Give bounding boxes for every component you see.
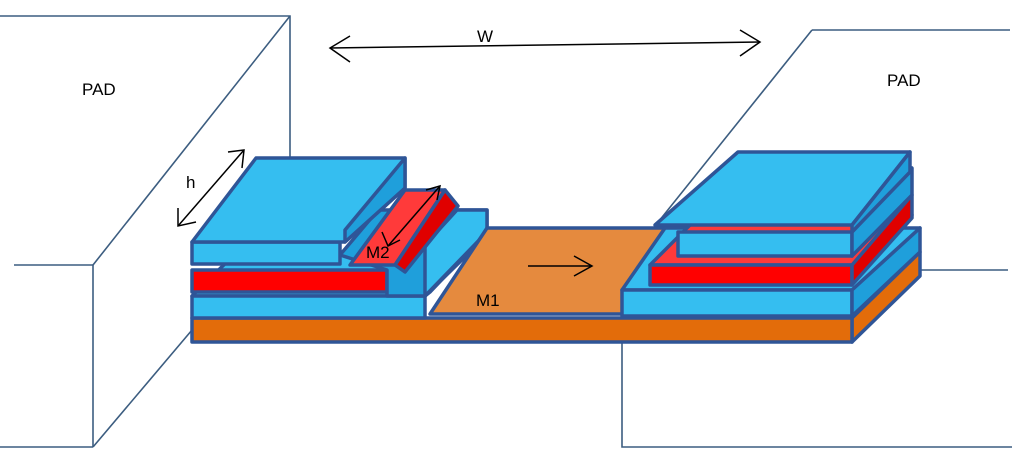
left-blue-upper-front <box>190 240 342 266</box>
right-top-cap-side <box>850 150 912 234</box>
pad-left-bottom-depth-edge <box>92 329 193 448</box>
height-dimension <box>177 149 245 227</box>
width-dimension <box>328 29 762 63</box>
m2-arrow-top-head <box>425 184 441 201</box>
width-arrow-right-head <box>739 29 762 57</box>
m1-label: M1 <box>476 291 500 310</box>
m2-layer-side <box>393 188 460 274</box>
width-arrow-line <box>329 41 761 49</box>
pad-right-bottom-edge <box>621 343 1012 448</box>
height-arrow-top-head <box>227 149 245 169</box>
left-top-cap-side <box>343 156 407 244</box>
width-label: W <box>477 27 493 46</box>
pad-left-depth-edge <box>92 15 291 266</box>
right-red-side <box>850 193 914 287</box>
height-arrow-line <box>177 149 245 227</box>
right-blue-lower-front <box>620 288 854 318</box>
pad-right-depth-edge <box>654 29 813 227</box>
pad-right-label: PAD <box>887 71 921 90</box>
height-arrow-bottom-head <box>177 208 197 227</box>
right-red-front <box>648 263 854 287</box>
right-blue-upper-front <box>676 230 854 258</box>
height-label: h <box>186 173 195 192</box>
pad-left <box>0 15 291 448</box>
m1-current-arrow <box>528 255 594 277</box>
m2-label: M2 <box>366 243 390 262</box>
width-arrow-left-head <box>328 35 351 63</box>
left-blue-lower-front <box>190 294 427 320</box>
pad-left-top-edge <box>0 15 291 180</box>
m2-arrow <box>381 184 441 248</box>
left-stack <box>190 156 489 320</box>
pad-right <box>621 29 1012 448</box>
substrate-front <box>190 316 854 344</box>
m2-arrow-line <box>387 185 441 247</box>
m2-arrow-bottom-head <box>381 231 401 248</box>
left-red-front <box>190 268 389 294</box>
current-arrow-head <box>573 255 594 277</box>
pad-left-label: PAD <box>82 80 116 99</box>
right-blue-lower-side <box>850 226 922 318</box>
right-stack <box>620 150 922 318</box>
